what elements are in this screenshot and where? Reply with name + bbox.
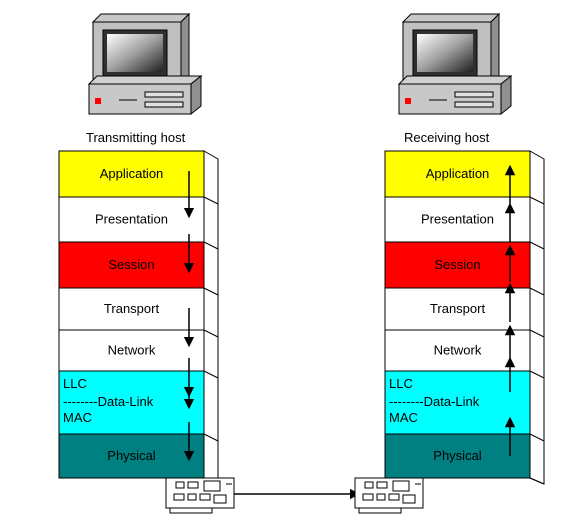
receiving-layer-label: Presentation — [421, 212, 494, 227]
transmitting-layer-presentation-box — [58, 196, 205, 243]
transmitting-datalink-label: --------Data-Link — [63, 394, 154, 409]
transmitting-layer-physical: Physical — [58, 433, 219, 485]
receiving-nic-icon — [354, 477, 424, 514]
receiving-layer-label: Application — [426, 166, 490, 181]
transmitting-layer-label: Network — [108, 343, 156, 358]
receiving-host-title: Receiving host — [404, 130, 490, 145]
receiving-layer-transport: Transport — [384, 287, 545, 338]
transmitting-layer-network: Network — [58, 329, 219, 379]
receiving-sublayer-llc: LLC — [389, 376, 413, 391]
transmitting-host-title: Transmitting host — [86, 130, 186, 145]
receiving-layer-label: Physical — [433, 448, 482, 463]
transmitting-nic-icon — [165, 477, 235, 514]
transmitting-layer-transport: Transport — [58, 287, 219, 338]
transmitting-layer-data-link-box — [58, 370, 205, 435]
receiving-layer-physical-box — [384, 433, 531, 479]
transmitting-layer-transport-box — [58, 287, 205, 331]
transmitting-layer-label: Presentation — [95, 212, 168, 227]
receiving-layer-label: Session — [434, 257, 480, 272]
receiving-layer-transport-box — [384, 287, 531, 331]
transmitting-sublayer-mac: MAC — [63, 410, 92, 425]
receiving-layer-session: Session — [384, 241, 545, 296]
transmitting-layer-label: Application — [100, 166, 164, 181]
receiving-stack: ApplicationPresentationSessionTransportN… — [384, 150, 545, 485]
transmitting-layer-network-box — [58, 329, 205, 372]
transmitting-layer-session: Session — [58, 241, 219, 296]
receiving-sublayer-mac: MAC — [389, 410, 418, 425]
receiving-datalink-label: --------Data-Link — [389, 394, 480, 409]
transmitting-layer-physical-box — [58, 433, 205, 479]
receiving-layer-presentation: Presentation — [384, 196, 545, 250]
transmitting-layer-application: Application — [58, 150, 219, 205]
transmitting-layer-label: Session — [108, 257, 154, 272]
transmitting-layer-label: Physical — [107, 448, 156, 463]
receiving-layer-label: Network — [434, 343, 482, 358]
transmitting-layer-application-box — [58, 150, 205, 198]
receiving-computer-icon — [397, 12, 513, 116]
receiving-layer-label: Transport — [430, 301, 486, 316]
transmitting-layer-label: Transport — [104, 301, 160, 316]
transmitting-sublayer-llc: LLC — [63, 376, 87, 391]
transmitting-stack: ApplicationPresentationSessionTransportN… — [58, 150, 219, 485]
transmitting-layer-presentation: Presentation — [58, 196, 219, 250]
transmitting-layer-session-box — [58, 241, 205, 289]
transmitting-computer-icon — [87, 12, 203, 116]
receiving-layer-physical: Physical — [384, 433, 545, 485]
receiving-layer-application: Application — [384, 150, 545, 205]
